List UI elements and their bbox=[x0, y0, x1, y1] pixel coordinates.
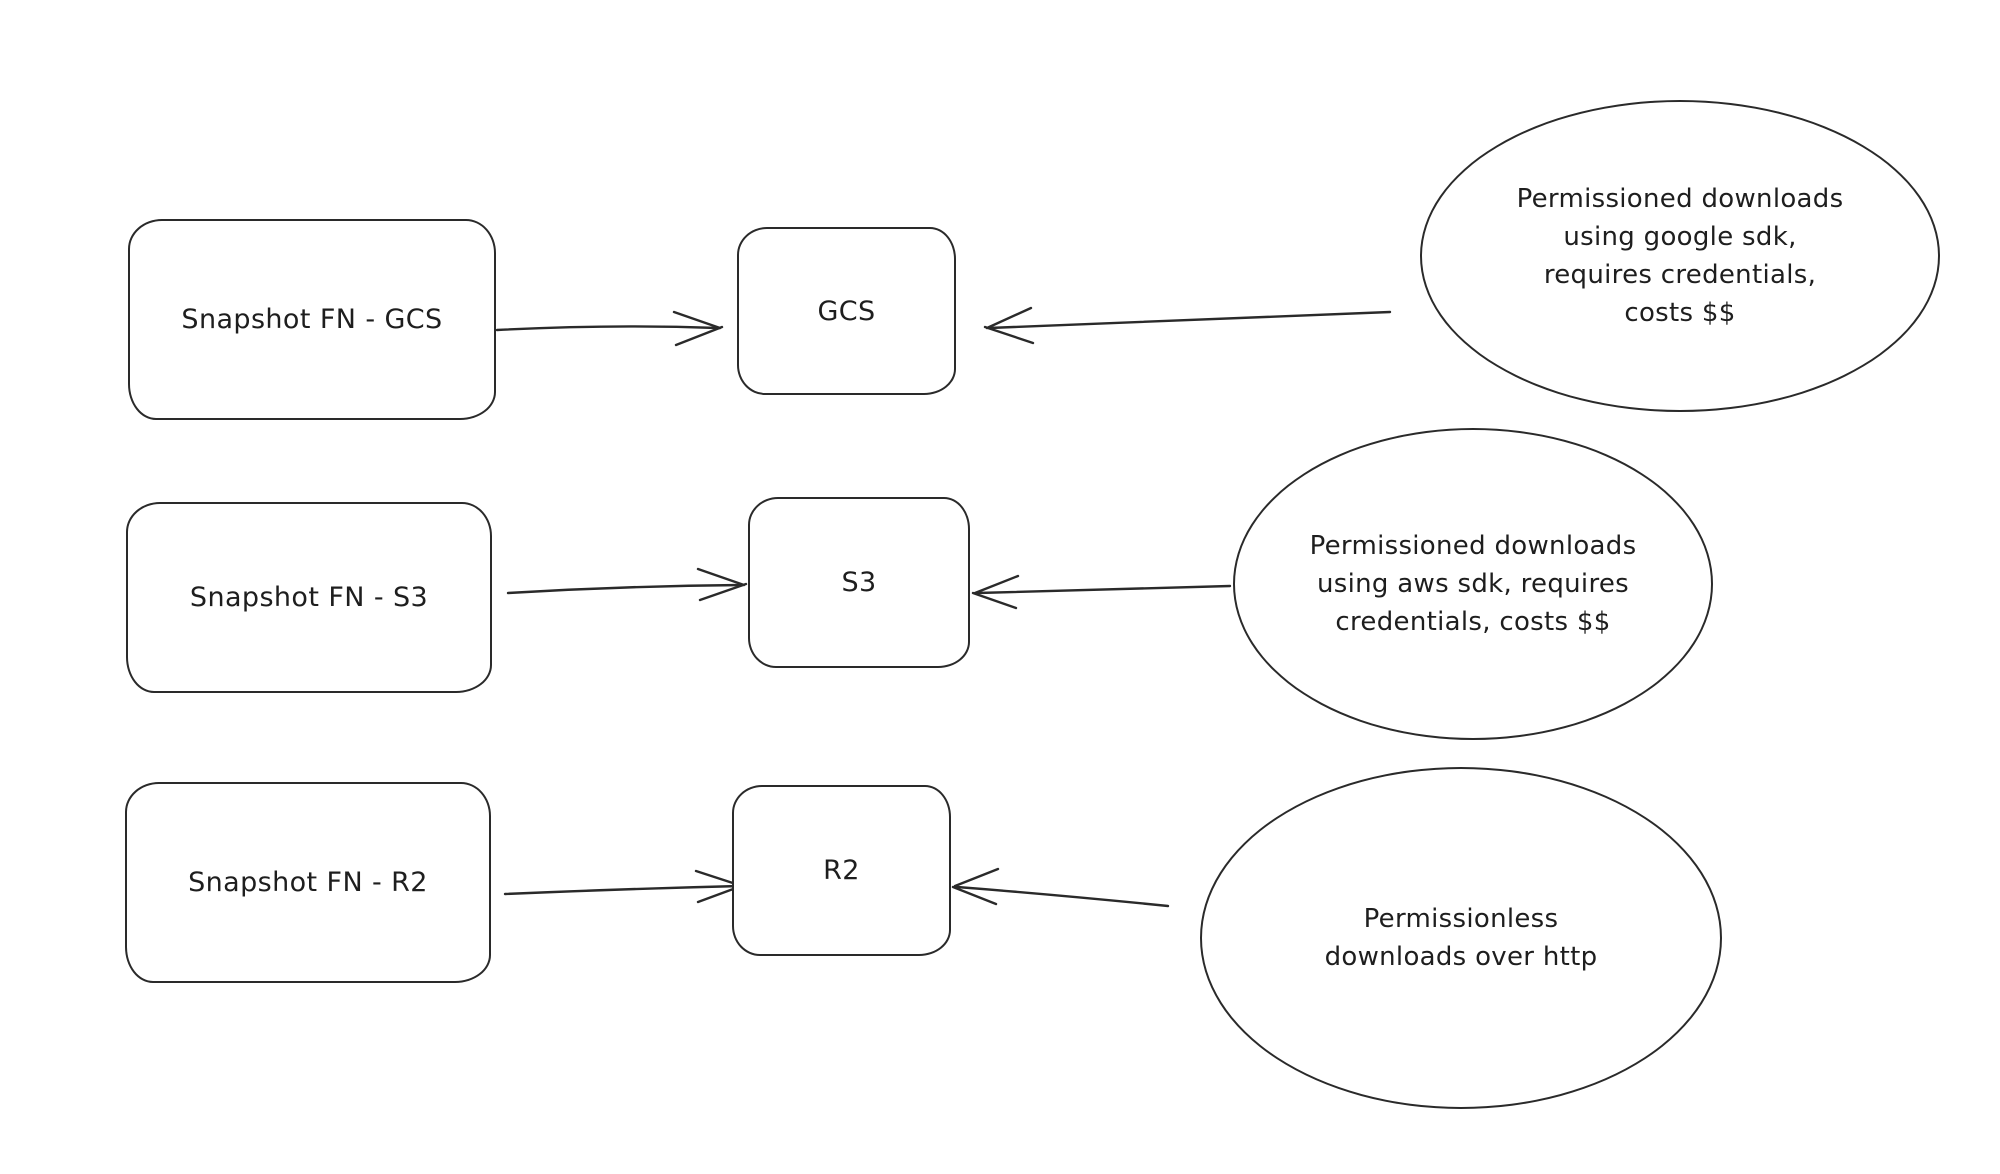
note-line: costs $$ bbox=[1624, 298, 1736, 328]
node-r2: R2 bbox=[732, 785, 951, 956]
arrow-snapshot-to-s3 bbox=[506, 567, 748, 602]
note-line: Permissioned downloads bbox=[1309, 531, 1637, 561]
arrow-gcs-note-to-gcs bbox=[983, 306, 1392, 345]
node-snapshot-fn-s3: Snapshot FN - S3 bbox=[126, 502, 492, 693]
arrow-r2-note-to-r2 bbox=[951, 867, 1170, 908]
node-s3: S3 bbox=[748, 497, 970, 668]
note-line: Permissioned downloads bbox=[1516, 184, 1844, 214]
node-snapshot-fn-r2: Snapshot FN - R2 bbox=[125, 782, 491, 983]
note-line: using google sdk, bbox=[1563, 222, 1797, 252]
note-ellipse-gcs: Permissioned downloads using google sdk,… bbox=[1420, 100, 1940, 412]
arrow-snapshot-to-r2 bbox=[503, 869, 746, 904]
note-line: downloads over http bbox=[1324, 942, 1598, 972]
arrow-s3-note-to-s3 bbox=[971, 574, 1232, 610]
node-label: Snapshot FN - GCS bbox=[181, 304, 443, 335]
node-label: S3 bbox=[841, 567, 877, 598]
note-ellipse-r2: Permissionless downloads over http bbox=[1200, 767, 1722, 1109]
node-label: GCS bbox=[817, 295, 876, 327]
note-line: Permissionless bbox=[1363, 904, 1559, 934]
note-line: requires credentials, bbox=[1543, 260, 1817, 290]
node-gcs: GCS bbox=[737, 227, 956, 395]
note-ellipse-s3: Permissioned downloads using aws sdk, re… bbox=[1233, 428, 1713, 740]
note-line: credentials, costs $$ bbox=[1335, 607, 1611, 637]
note-line: using aws sdk, requires bbox=[1316, 569, 1630, 599]
arrow-snapshot-to-gcs bbox=[495, 310, 724, 347]
node-label: Snapshot FN - S3 bbox=[189, 582, 429, 613]
node-label: R2 bbox=[823, 855, 860, 886]
node-snapshot-fn-gcs: Snapshot FN - GCS bbox=[128, 219, 496, 420]
node-label: Snapshot FN - R2 bbox=[188, 867, 428, 898]
